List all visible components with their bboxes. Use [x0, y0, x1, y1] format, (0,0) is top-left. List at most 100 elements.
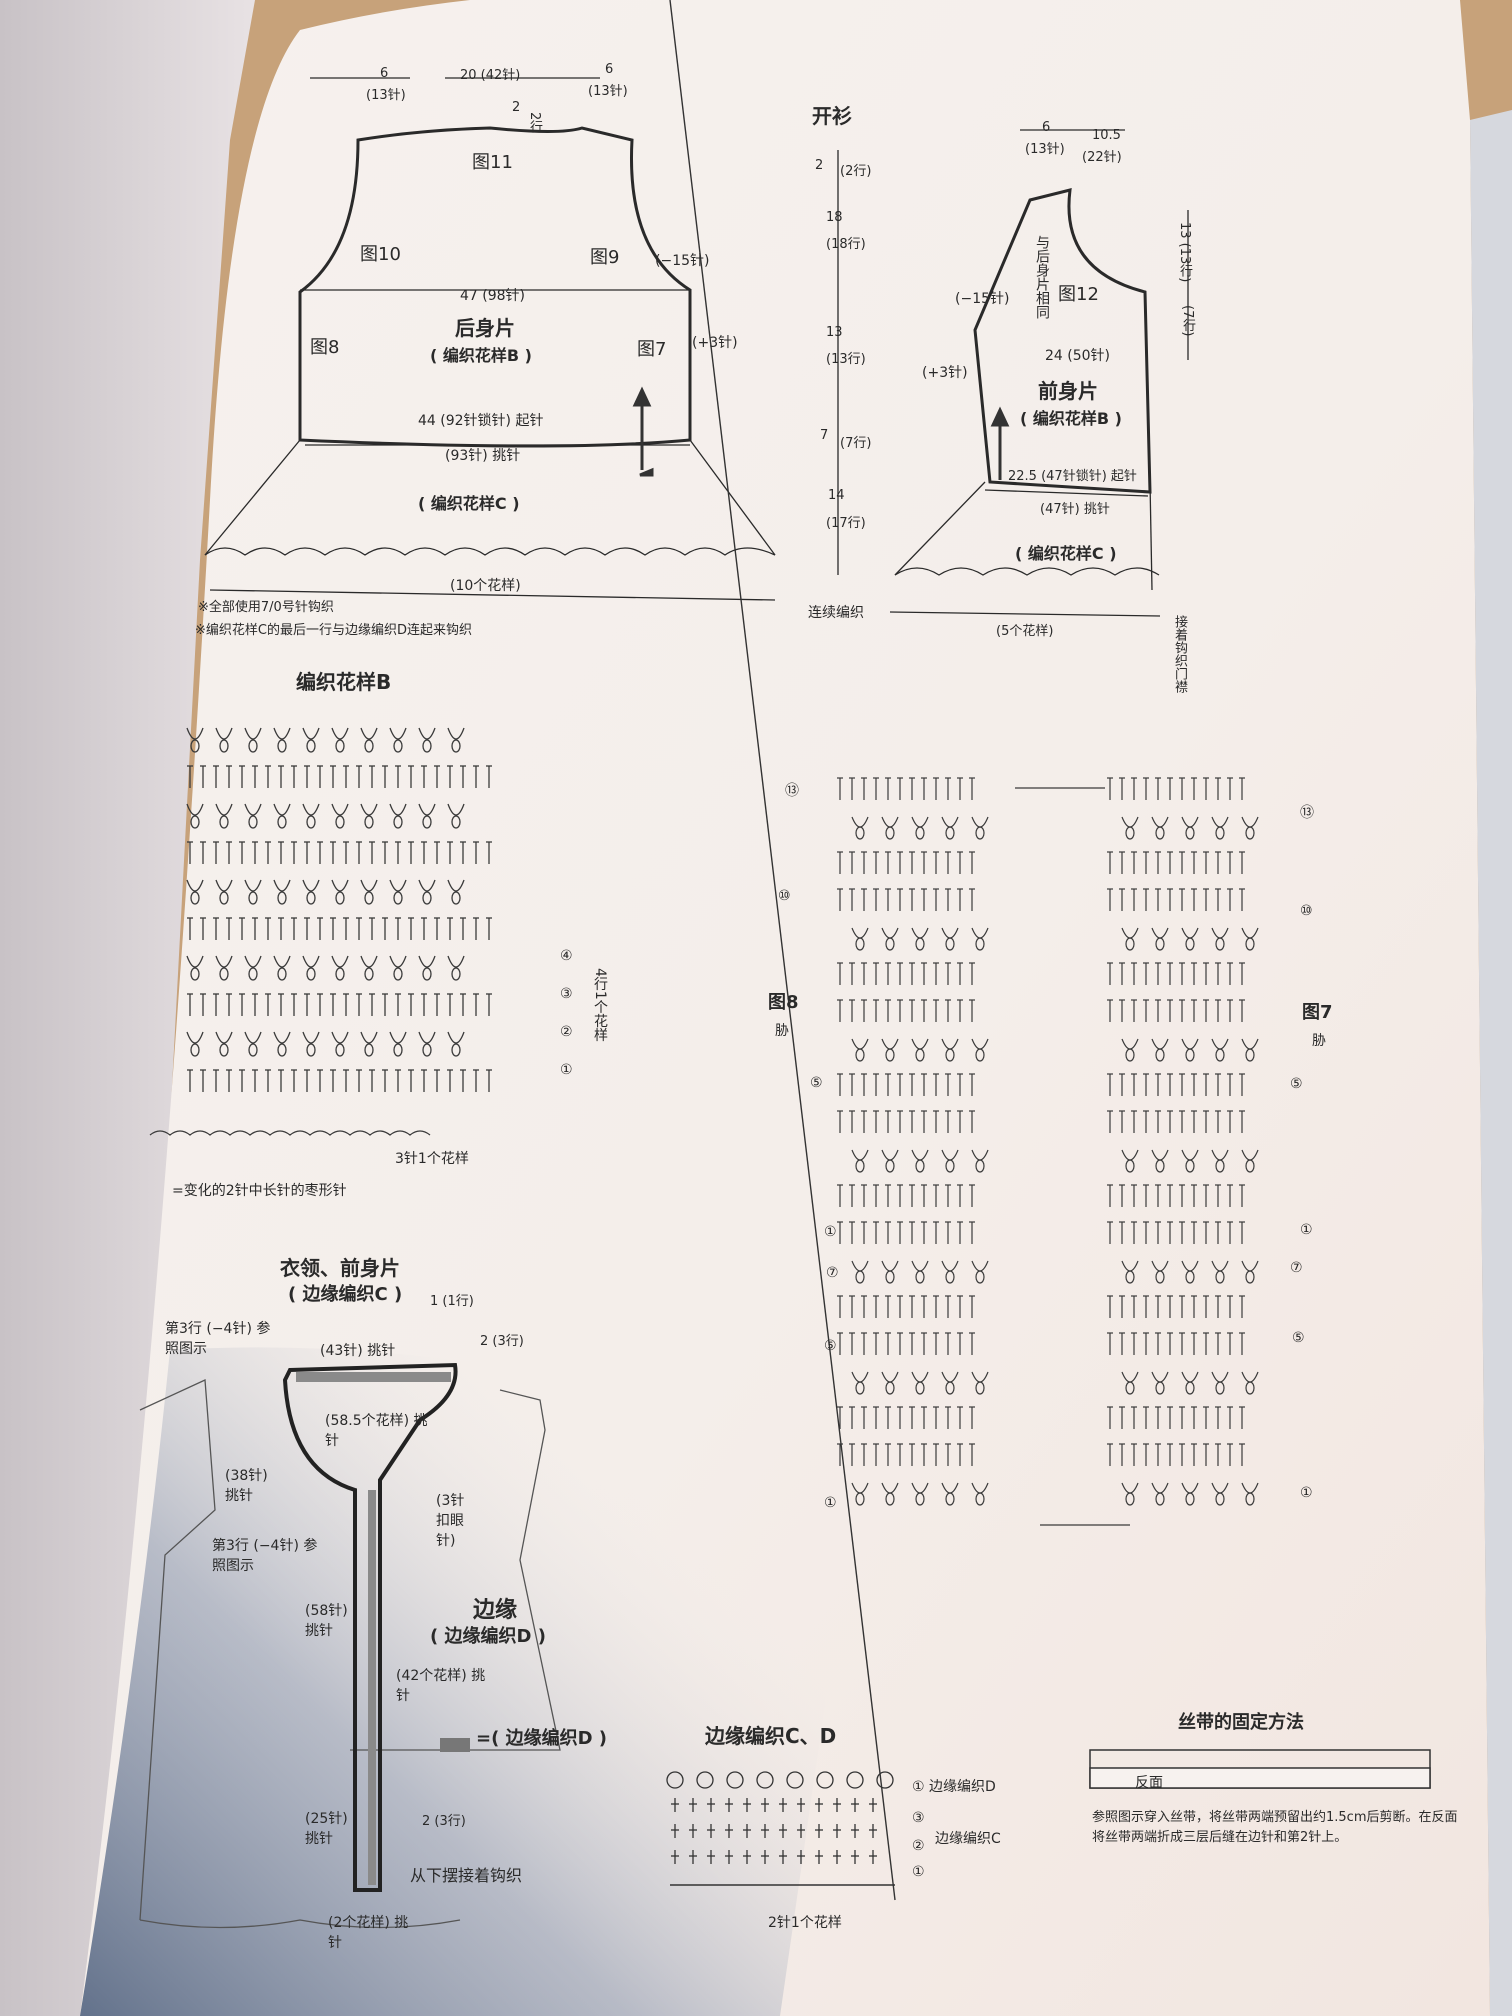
side-left-sub: 胁	[775, 1023, 789, 1039]
collar-r2: 2 (3行)	[480, 1334, 524, 1349]
back-inc: (+3针)	[692, 335, 738, 351]
edging-row3: ③	[912, 1810, 925, 1826]
front-dim2-sub: (22针)	[1082, 150, 1122, 165]
note-2: ※编织花样C的最后一行与边缘编织D连起来钩织	[195, 623, 472, 638]
back-start: 44 (92针锁针) 起针	[418, 413, 544, 429]
back-body-outline	[298, 126, 692, 448]
front-dim1: 6	[1042, 120, 1051, 135]
collar-r1: 1 (1行)	[430, 1294, 474, 1309]
collar-subtitle: ( 边缘编织C )	[288, 1284, 403, 1305]
edging-row1: ①	[912, 1864, 925, 1880]
pattern-b-title: 编织花样B	[296, 670, 392, 694]
collar-row3-ref: 第3行 (−4针) 参照图示	[165, 1321, 271, 1357]
side-right-row13: ⑬	[1300, 805, 1314, 821]
side-right-row5: ⑤	[1290, 1076, 1303, 1092]
collar-pick58: (58针) 挑针	[305, 1603, 348, 1639]
collar-pick42: (42个花样) 挑针	[396, 1668, 486, 1704]
neck-dim: 2	[512, 100, 521, 115]
collar-r3: 2 (3行)	[422, 1814, 466, 1829]
front-start: 22.5 (47针锁针) 起针	[1008, 469, 1137, 484]
dim-top-right-sub: (13针)	[588, 84, 628, 99]
vdim-4-rows: (7行)	[840, 436, 872, 451]
back-dec: (−15针)	[655, 253, 710, 269]
collar-title: 衣领、前身片	[280, 1256, 400, 1280]
side-right-row1b: ①	[1300, 1485, 1313, 1501]
collar-from-below: 从下摆接着钩织	[410, 1866, 523, 1885]
fig12-label: 图12	[1058, 284, 1099, 305]
front-pickup: (47针) 挑针	[1040, 502, 1110, 517]
pattern-b-row2: ②	[560, 1024, 573, 1040]
ribbon-title: 丝带的固定方法	[1178, 1712, 1304, 1733]
ribbon-text: 参照图示穿入丝带，将丝带两端预留出约1.5cm后剪断。在反面将丝带两端折成三层后…	[1092, 1810, 1458, 1845]
front-side-note: 接着钩织门襟	[1172, 615, 1187, 693]
collar-diagram	[139, 1379, 561, 1929]
vdim-5-rows: (17行)	[826, 516, 866, 531]
join-label: 连续编织	[808, 605, 864, 621]
edging-cd-chart	[669, 0, 896, 1901]
ribbon-reverse: 反面	[1135, 1775, 1163, 1791]
back-body-pattern: ( 编织花样B )	[430, 346, 532, 365]
side-left-row7: ⑦	[826, 1265, 839, 1281]
vdim-3: 13	[826, 325, 843, 340]
side-right-label: 图7	[1302, 1002, 1333, 1023]
back-skirt: ( 编织花样C )	[418, 494, 520, 513]
front-body-name: 前身片	[1038, 379, 1098, 403]
dim-top-left: 6	[380, 66, 389, 81]
side-left-row13: ⑬	[785, 783, 799, 799]
side-left-label: 图8	[768, 992, 799, 1013]
front-dim2: 10.5	[1092, 128, 1121, 143]
dim-top-left-sub: (13针)	[366, 88, 406, 103]
vdim-1: 2	[815, 158, 824, 173]
front-dim1-sub: (13针)	[1025, 142, 1065, 157]
same-as-back: 与后身片相同	[1034, 235, 1050, 319]
front-skirt: ( 编织花样C )	[1015, 544, 1117, 563]
edging-d-swatch	[440, 1738, 470, 1752]
note-1: ※全部使用7/0号针钩织	[198, 600, 334, 615]
pattern-b-row4: ④	[560, 948, 573, 964]
fig8-label: 图8	[310, 337, 340, 358]
side-right-row7: ⑦	[1290, 1260, 1303, 1276]
pattern-b-row3: ③	[560, 986, 573, 1002]
pattern-b-bottom-note: 3针1个花样	[395, 1151, 469, 1167]
page-title: 开衫	[812, 104, 852, 128]
edging-row2: ②	[912, 1838, 925, 1854]
collar-pick585: (58.5个花样) 挑针	[325, 1413, 428, 1449]
back-body-name: 后身片	[455, 316, 515, 340]
vdim-4: 7	[820, 428, 829, 443]
side-right-sub: 胁	[1312, 1033, 1326, 1049]
collar-edge: 边缘	[473, 1598, 518, 1623]
pattern-b-row1: ①	[560, 1062, 573, 1078]
edging-cd-title: 边缘编织C、D	[705, 1724, 837, 1748]
dim-top-right: 6	[605, 62, 614, 77]
pattern-b-legend: =变化的2针中长针的枣形针	[172, 1183, 347, 1199]
side-right-row10: ⑩	[1300, 903, 1313, 919]
vdim-3-rows: (13行)	[826, 352, 866, 367]
pattern-b-repeat-note: 4行1个花样	[592, 968, 608, 1042]
front-right-sub: (7行)	[1180, 305, 1195, 337]
side-left-row5b: ⑤	[824, 1338, 837, 1354]
front-body-outline	[973, 188, 1152, 494]
collar-pick25: (25针) 挑针	[305, 1811, 348, 1847]
front-inc: (+3针)	[922, 365, 968, 381]
back-pickup: (93针) 挑针	[445, 448, 521, 464]
front-dec: (−15针)	[955, 291, 1010, 307]
vdim-5: 14	[828, 488, 845, 503]
side-left-row1b: ①	[824, 1495, 837, 1511]
collar-pick38: (38针) 挑针	[225, 1468, 268, 1504]
front-repeats: (5个花样)	[996, 624, 1054, 639]
side-right-row5b: ⑤	[1292, 1330, 1305, 1346]
left-page	[0, 0, 255, 2016]
side-left-row10: ⑩	[778, 888, 791, 904]
dim-top-center: 20 (42针)	[460, 68, 521, 83]
collar-buttonhole: (3针扣眼针)	[436, 1493, 465, 1549]
ribbon-diagram	[1089, 1749, 1431, 1789]
collar-row3-ref2: 第3行 (−4针) 参照图示	[212, 1538, 318, 1574]
fig9-label: 图9	[590, 247, 620, 268]
fig7-label: 图7	[637, 339, 667, 360]
back-repeats: (10个花样)	[450, 578, 521, 594]
collar-pick2: (2个花样) 挑针	[328, 1915, 409, 1951]
edging-bottom-note: 2针1个花样	[768, 1915, 842, 1931]
edging-label-d: ① 边缘编织D	[912, 1779, 996, 1795]
back-width: 47 (98针)	[460, 288, 526, 304]
